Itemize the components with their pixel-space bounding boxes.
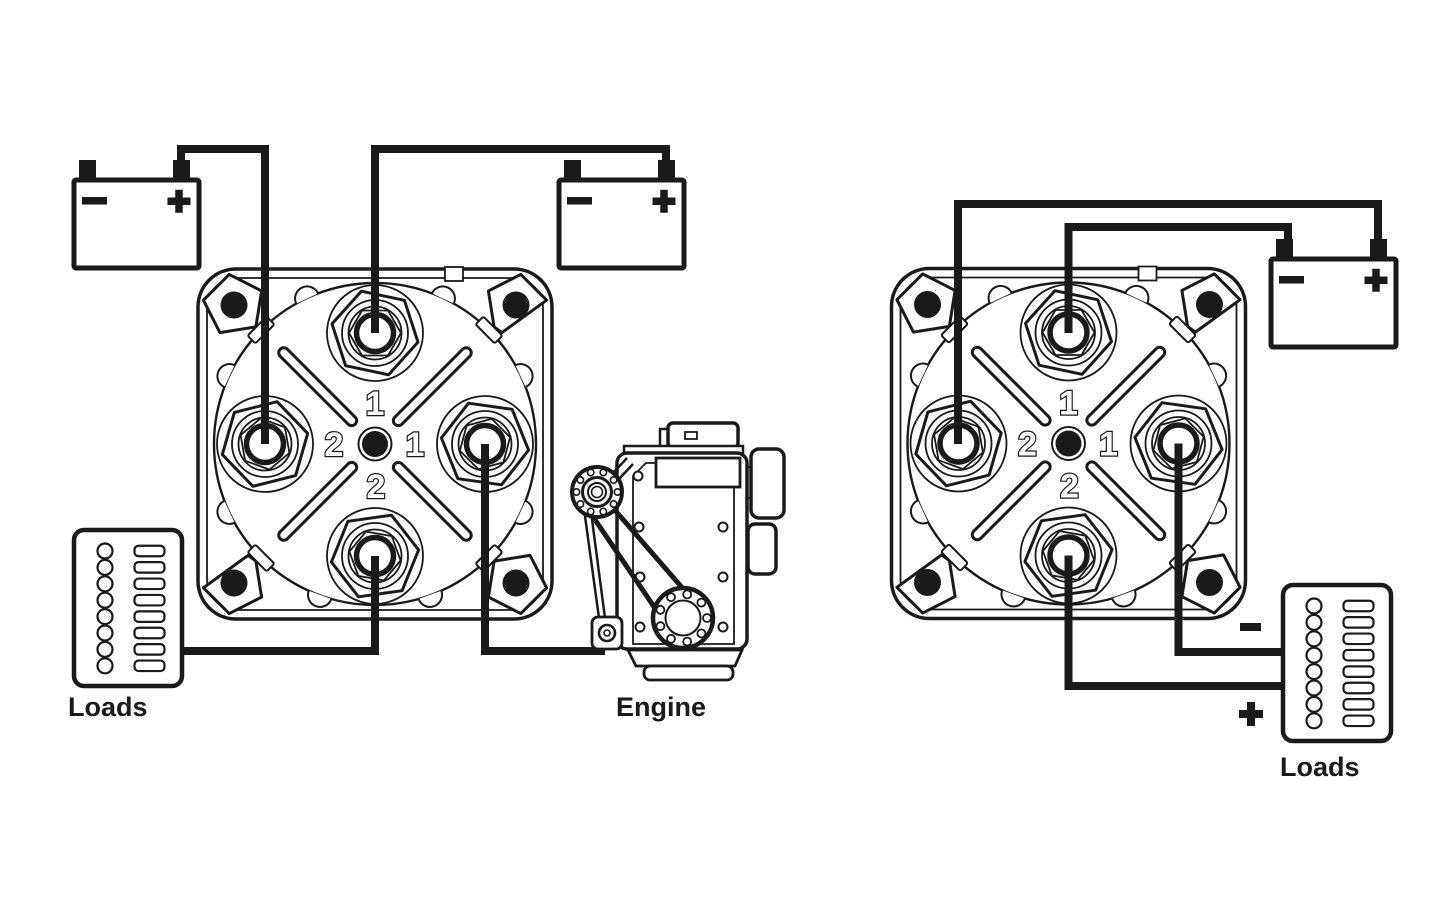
switch-position-labels: 1 2 1 2	[323, 384, 425, 507]
loads-polarity-marks	[1239, 623, 1263, 726]
loads-label-left: Loads	[68, 692, 148, 722]
battery-switch-right: 1 2 1 2	[892, 267, 1246, 619]
position-label-left: 2	[1018, 426, 1037, 464]
position-label-bottom: 2	[1060, 468, 1079, 506]
wire-battery-a-to-left-terminal	[177, 145, 269, 444]
position-label-right: 1	[1099, 426, 1118, 464]
wire-bottom-terminal-to-loads	[182, 556, 379, 655]
engine-attachment-lower	[746, 522, 778, 576]
engine-label: Engine	[616, 692, 706, 722]
position-label-bottom: 2	[367, 468, 386, 506]
position-label-top: 1	[366, 385, 385, 423]
battery-b	[559, 160, 684, 268]
engine-intake	[654, 456, 742, 489]
loads-positive-mark	[1239, 702, 1263, 726]
switch-position-labels: 1 2 1 2	[1017, 383, 1119, 506]
battery-single	[1271, 239, 1396, 347]
loads-panel-left	[74, 530, 182, 686]
battery-switch-left: 1 2 1 2	[198, 267, 552, 619]
position-label-top: 1	[1059, 385, 1078, 423]
right-system: 1 2 1 2 Loads	[892, 200, 1397, 782]
left-system: 1 2 1 2 Loads	[68, 145, 786, 722]
wire-right-terminal-to-engine	[481, 444, 605, 655]
wire-right-terminal-to-loads-negative	[1174, 443, 1284, 656]
wire-bottom-terminal-to-loads-positive	[1064, 555, 1284, 690]
engine-pulley	[570, 465, 624, 519]
loads-panel-right	[1283, 585, 1391, 741]
engine-flywheel	[650, 585, 716, 651]
battery-a	[74, 160, 199, 268]
engine	[570, 421, 786, 682]
loads-negative-mark	[1240, 623, 1261, 631]
wire-battery-positive-to-left-terminal	[954, 200, 1382, 444]
wire-battery-b-to-top-terminal	[371, 145, 670, 333]
engine-attachment-upper	[749, 447, 786, 520]
position-label-left: 2	[325, 426, 344, 464]
engine-mount-bracket	[590, 615, 624, 651]
engine-belt	[582, 499, 687, 619]
loads-label-right: Loads	[1280, 752, 1360, 782]
position-label-right: 1	[406, 426, 425, 464]
